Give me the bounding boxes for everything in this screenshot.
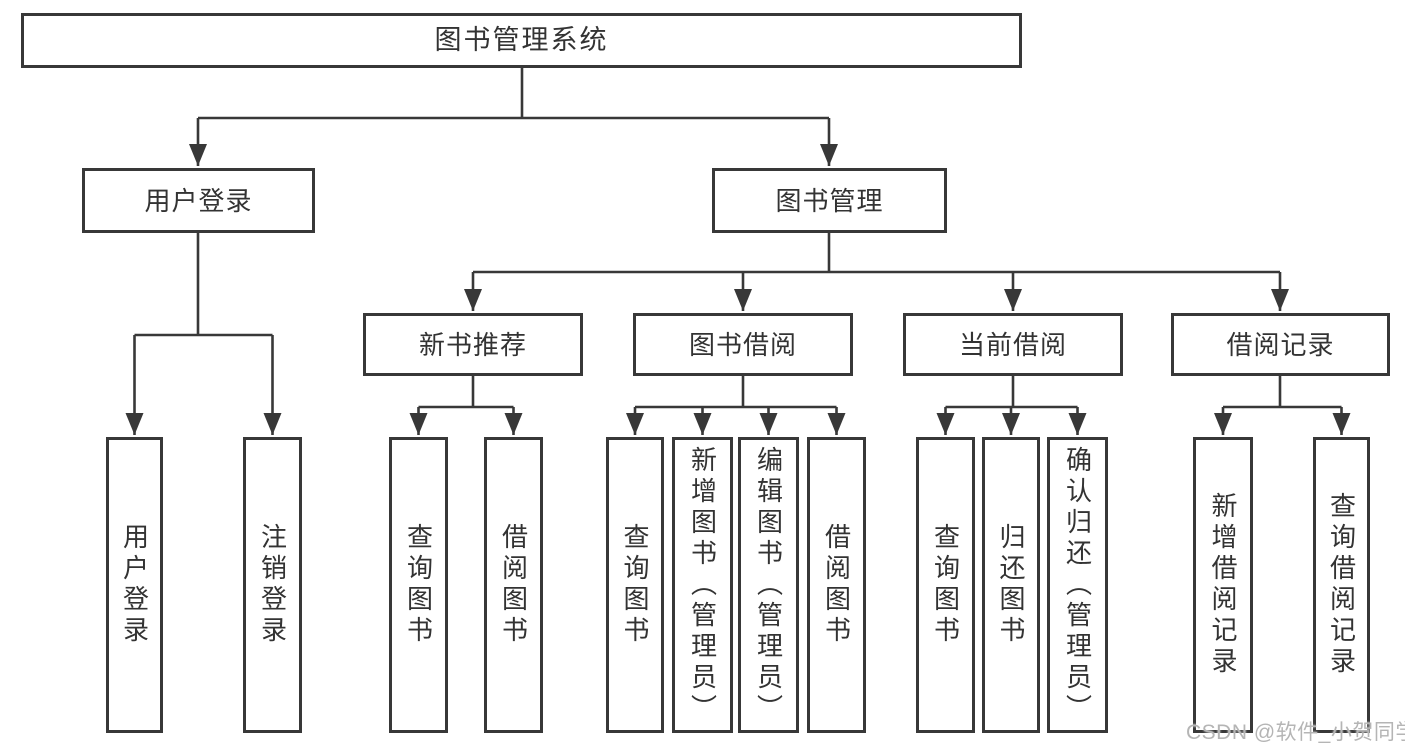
leaf-node-query-books-3: 查询图书 xyxy=(916,437,975,733)
leaf-node-return-books: 归还图书 xyxy=(982,437,1040,733)
section-label: 借阅记录 xyxy=(1226,329,1335,360)
connector-arrows xyxy=(125,118,1351,435)
leaf-node-query-books-2: 查询图书 xyxy=(606,437,664,733)
node-user-login: 用户登录 xyxy=(82,168,315,233)
root-node-system: 图书管理系统 xyxy=(21,13,1022,68)
leaf-label: 用户登录 xyxy=(119,523,150,647)
leaf-label: 新增图书（管理员） xyxy=(687,445,718,725)
node-book-management-label: 图书管理 xyxy=(775,185,884,216)
leaf-label: 查询借阅记录 xyxy=(1326,492,1357,678)
leaf-label: 注销登录 xyxy=(257,523,288,647)
section-node-borrow-records: 借阅记录 xyxy=(1171,313,1390,376)
csdn-watermark: CSDN @软件_小贺同学 xyxy=(1186,721,1405,744)
leaf-label: 查询图书 xyxy=(930,523,961,647)
section-node-new-book-recommend: 新书推荐 xyxy=(363,313,583,376)
leaf-label: 归还图书 xyxy=(996,523,1026,647)
node-book-management: 图书管理 xyxy=(712,168,947,233)
section-node-current-borrow: 当前借阅 xyxy=(903,313,1123,376)
leaf-node-borrow-books-1: 借阅图书 xyxy=(484,437,543,733)
leaf-node-user-login: 用户登录 xyxy=(106,437,163,733)
leaf-label: 查询图书 xyxy=(620,523,650,647)
leaf-label: 借阅图书 xyxy=(498,523,529,647)
leaf-node-add-books-admin: 新增图书（管理员） xyxy=(672,437,733,733)
leaf-node-edit-books-admin: 编辑图书（管理员） xyxy=(738,437,799,733)
leaf-label: 借阅图书 xyxy=(821,523,852,647)
leaf-node-borrow-books-2: 借阅图书 xyxy=(807,437,866,733)
leaf-label: 编辑图书（管理员） xyxy=(753,445,784,725)
node-user-login-label: 用户登录 xyxy=(144,185,253,216)
section-node-book-borrow: 图书借阅 xyxy=(633,313,853,376)
leaf-label: 查询图书 xyxy=(403,523,434,647)
section-label: 图书借阅 xyxy=(688,329,797,360)
section-label: 当前借阅 xyxy=(958,329,1067,360)
section-label: 新书推荐 xyxy=(418,329,527,360)
leaf-node-logout: 注销登录 xyxy=(243,437,302,733)
leaf-label: 确认归还（管理员） xyxy=(1062,445,1093,725)
root-node-label: 图书管理系统 xyxy=(434,25,609,55)
leaf-node-confirm-return-admin: 确认归还（管理员） xyxy=(1047,437,1108,733)
leaf-label: 新增借阅记录 xyxy=(1208,492,1238,678)
leaf-node-query-books-1: 查询图书 xyxy=(389,437,448,733)
leaf-node-add-borrow-record: 新增借阅记录 xyxy=(1193,437,1253,733)
leaf-node-query-borrow-record: 查询借阅记录 xyxy=(1313,437,1370,733)
